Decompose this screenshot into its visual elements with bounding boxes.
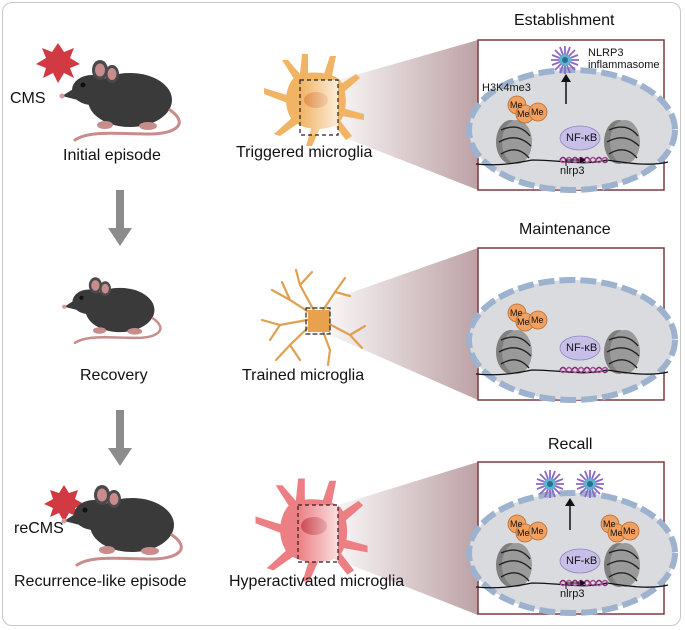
- me-mark-1c: Me: [531, 107, 544, 117]
- me-mark-3c: Me: [531, 526, 544, 536]
- nfkb-label-2: NF-κB: [566, 342, 598, 354]
- cms-burst-icon: [36, 43, 80, 83]
- nucleus-maintenance: [469, 280, 675, 400]
- me-mark-3b: Me: [517, 528, 530, 538]
- inflammasome-icon: [550, 45, 580, 75]
- magnify-beam-2: [330, 248, 478, 400]
- mouse-initial-icon: [58, 58, 181, 142]
- microglia-label-triggered: Triggered microglia: [236, 144, 373, 161]
- nlrp3-gene-label-1: nlrp3: [560, 165, 585, 177]
- me-mark-2c: Me: [531, 315, 544, 325]
- me-mark-1b: Me: [517, 109, 530, 119]
- episode-label-recovery: Recovery: [80, 367, 148, 384]
- me-mark-3e: Me: [610, 528, 623, 538]
- magnify-beam-1: [338, 40, 478, 190]
- me-mark-2b: Me: [517, 317, 530, 327]
- mouse-recovery-icon: [60, 275, 162, 345]
- me-mark-1a: Me: [510, 100, 523, 110]
- recms-label: reCMS: [14, 520, 64, 537]
- nlrp3-gene-label-3: nlrp3: [560, 588, 585, 600]
- cms-label: CMS: [10, 90, 46, 107]
- inflammasome-icon-right: [575, 469, 605, 499]
- flow-arrow-1: [108, 190, 132, 246]
- methyl-marks-3a: [507, 514, 548, 543]
- methyl-marks-2: [507, 303, 548, 332]
- flow-arrow-2: [108, 410, 132, 466]
- magnify-beam-3: [338, 462, 478, 615]
- methyl-marks-3b: [600, 514, 640, 543]
- inflammasome-icon-left: [535, 469, 565, 499]
- me-mark-3a: Me: [510, 519, 523, 529]
- me-mark-2a: Me: [510, 308, 523, 318]
- episode-label-initial: Initial episode: [63, 147, 161, 164]
- mouse-recurrence-icon: [60, 483, 183, 567]
- me-mark-3d: Me: [603, 519, 616, 529]
- phase-title-establishment: Establishment: [514, 12, 615, 29]
- episode-label-recurrence: Recurrence-like episode: [14, 573, 187, 590]
- nfkb-label-3: NF-κB: [566, 555, 598, 567]
- me-mark-3f: Me: [623, 526, 636, 536]
- recms-burst-icon: [44, 485, 84, 522]
- methyl-marks-1: [507, 95, 548, 124]
- h3k4me3-label: H3K4me3: [482, 82, 531, 94]
- microglia-label-hyperactivated: Hyperactivated microglia: [229, 573, 405, 590]
- microglia-hyperactivated-icon: [255, 478, 368, 582]
- microglia-triggered-icon: [264, 54, 364, 146]
- phase-title-recall: Recall: [548, 436, 593, 453]
- microglia-label-trained: Trained microglia: [242, 367, 365, 384]
- microglia-trained-icon: [260, 268, 367, 367]
- inflammasome-label-line1: NLRP3: [588, 47, 624, 59]
- phase-title-maintenance: Maintenance: [519, 221, 611, 238]
- nfkb-label-1: NF-κB: [566, 132, 598, 144]
- inflammasome-label-line2: inflammasome: [588, 59, 660, 71]
